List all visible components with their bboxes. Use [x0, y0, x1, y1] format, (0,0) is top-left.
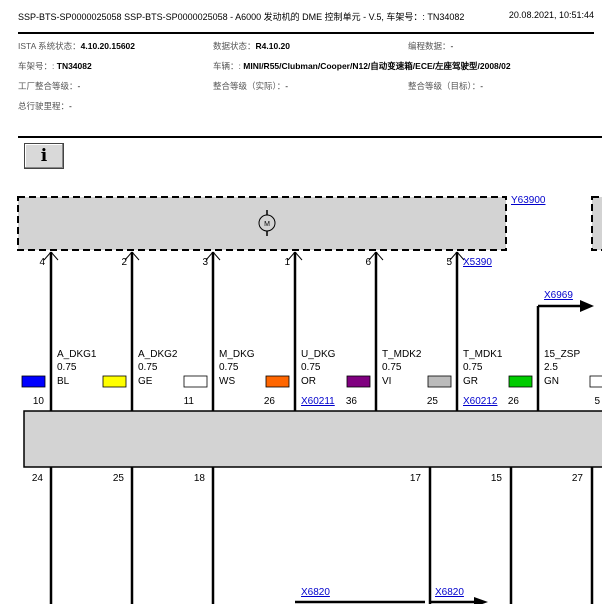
vehicle: 车辆：: MINI/R55/Clubman/Cooper/N12/自动变速箱/E… [213, 61, 511, 71]
lower-pin-number: 24 [32, 473, 44, 484]
wire-color-swatch [508, 375, 533, 388]
wire-color-swatch [265, 375, 290, 388]
arrow-head [474, 597, 488, 604]
wire-color-code: WS [219, 376, 235, 387]
bottom-pin-number: 10 [33, 396, 45, 407]
programming-data: 编程数据：- [408, 41, 454, 51]
bottom-pin-number: 26 [508, 396, 520, 407]
arrow-head [580, 300, 594, 312]
signal-label: 15_ZSP [544, 349, 580, 360]
signal-label: T_MDK2 [382, 349, 422, 360]
bottom-pin-number: 5 [594, 396, 600, 407]
pin-number: 1 [284, 257, 290, 268]
wire-color-swatch [589, 375, 602, 388]
wire-color-swatch [21, 375, 46, 388]
bottom-pin-number: 26 [264, 396, 276, 407]
wire-cross-section: 2.5 [544, 362, 558, 373]
wire-cross-section: 0.75 [463, 362, 483, 373]
lower-pin-number: 27 [572, 473, 584, 484]
wire-color-code: GE [138, 376, 153, 387]
factory-level: 工厂整合等级：- [18, 81, 81, 91]
connector-link[interactable]: X60212 [463, 396, 498, 407]
wire-bend [456, 251, 465, 261]
section-divider [18, 136, 602, 138]
wire-cross-section: 0.75 [301, 362, 321, 373]
lower-pin-number: 17 [410, 473, 422, 484]
wire-color-code: GN [544, 376, 559, 387]
wire-bend [449, 251, 458, 261]
wire-bend [212, 251, 221, 261]
wire-cross-section: 0.75 [219, 362, 239, 373]
level-target: 整合等级（目标）：- [408, 81, 484, 91]
bottom-pin-number: 36 [346, 396, 358, 407]
signal-label: A_DKG2 [138, 349, 178, 360]
component-box [17, 196, 507, 251]
wire-bend [205, 251, 214, 261]
connector-link[interactable]: X6969 [544, 290, 573, 301]
report-datetime: 20.08.2021, 10:51:44 [508, 10, 594, 20]
info-icon[interactable]: i [24, 143, 64, 169]
signal-label: U_DKG [301, 349, 336, 360]
data-status: 数据状态：R4.10.20 [213, 41, 291, 51]
pin-number: 5 [446, 257, 452, 268]
connector-band [23, 410, 602, 468]
bottom-pin-number: 11 [184, 396, 195, 407]
report-header: SSP-BTS-SP0000025058 SSP-BTS-SP000002505… [18, 0, 594, 34]
report-title: SSP-BTS-SP0000025058 SSP-BTS-SP000002505… [18, 12, 465, 22]
wire-color-code: VI [382, 376, 391, 387]
mileage: 总行驶里程：- [18, 101, 72, 111]
wire-bend [375, 251, 384, 261]
wire-color-swatch [183, 375, 208, 388]
connector-link[interactable]: X6820 [301, 587, 330, 598]
wire-bend [368, 251, 377, 261]
motor-label: M [264, 221, 270, 228]
wire-bend [287, 251, 296, 261]
wire-color-code: OR [301, 376, 316, 387]
level-actual: 整合等级（实际）：- [213, 81, 289, 91]
wire-bend [124, 251, 133, 261]
pin-number: 4 [39, 257, 45, 268]
wire-bend [294, 251, 303, 261]
wire-color-swatch [346, 375, 371, 388]
component-box-right [591, 196, 602, 251]
wire-cross-section: 0.75 [138, 362, 158, 373]
wire-bend [50, 251, 59, 261]
pin-number: 3 [202, 257, 208, 268]
pin-number: 2 [121, 257, 127, 268]
wire-bend [131, 251, 140, 261]
ista-status: ISTA 系统状态：4.10.20.15602 [18, 41, 136, 51]
signal-label: M_DKG [219, 349, 255, 360]
vin: 车架号：: TN34082 [18, 61, 92, 71]
wire-color-swatch [102, 375, 127, 388]
wire-color-swatch [427, 375, 452, 388]
lower-pin-number: 15 [491, 473, 503, 484]
signal-label: T_MDK1 [463, 349, 503, 360]
connector-link[interactable]: X5390 [463, 257, 492, 268]
wire-cross-section: 0.75 [382, 362, 402, 373]
pin-number: 6 [365, 257, 371, 268]
signal-label: A_DKG1 [57, 349, 97, 360]
component-link[interactable]: Y63900 [511, 195, 546, 206]
bottom-pin-number: 25 [427, 396, 439, 407]
wire-cross-section: 0.75 [57, 362, 77, 373]
connector-link[interactable]: X60211 [301, 396, 335, 407]
lower-pin-number: 25 [113, 473, 125, 484]
wire-color-code: BL [57, 376, 70, 387]
wire-color-code: GR [463, 376, 478, 387]
connector-link[interactable]: X6820 [435, 587, 464, 598]
wire-bend [43, 251, 52, 261]
lower-pin-number: 18 [194, 473, 206, 484]
